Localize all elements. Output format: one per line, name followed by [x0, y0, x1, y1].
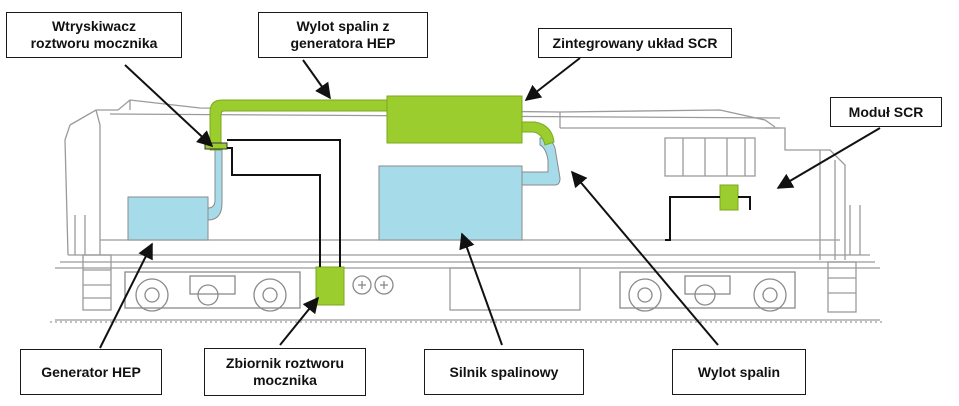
label-urea-injector-line2: roztworu mocznika	[30, 35, 158, 51]
engine-exhaust-stack-blue	[521, 137, 561, 186]
urea-lines	[227, 139, 751, 267]
label-hep-exhaust-line1: Wylot spalin z	[296, 18, 390, 34]
urea-tank-block	[315, 266, 345, 306]
left-bogie	[124, 271, 301, 312]
label-urea-tank-line1: Zbiornik roztworu	[225, 355, 345, 371]
label-exhaust-outlet-text: Wylot spalin	[697, 363, 781, 380]
integrated-scr-block	[386, 95, 523, 144]
label-urea-tank-line2: mocznika	[253, 372, 317, 388]
label-scr-module: Moduł SCR	[830, 97, 942, 127]
hep-exhaust-pipe-green	[209, 99, 388, 151]
hep-generator-block	[127, 196, 209, 241]
label-hep-exhaust: Wylot spalin z generatora HEP	[258, 12, 428, 58]
label-hep-generator: Generator HEP	[20, 349, 162, 395]
label-integrated-scr: Zintegrowany układ SCR	[538, 28, 732, 58]
label-urea-injector: Wtryskiwacz roztworu mocznika	[6, 12, 182, 58]
exhaust-outlet-arrow	[570, 170, 719, 346]
integrated-scr-arrow	[524, 57, 581, 101]
hep-generator-arrow	[99, 242, 153, 349]
label-urea-injector-line1: Wtryskiwacz	[51, 18, 137, 34]
scr-elbow	[521, 121, 555, 146]
scr-module-arrow	[776, 127, 881, 189]
label-hep-exhaust-line2: generatora HEP	[290, 35, 396, 51]
label-exhaust-outlet: Wylot spalin	[672, 349, 806, 395]
air-reservoirs	[352, 275, 394, 295]
label-integrated-scr-text: Zintegrowany układ SCR	[552, 34, 718, 51]
right-bogie	[619, 271, 796, 312]
scr-module-block	[719, 184, 739, 211]
urea-tank-arrow	[279, 296, 320, 346]
label-scr-module-text: Moduł SCR	[848, 103, 924, 120]
hep-exhaust-arrow	[302, 59, 331, 100]
label-urea-tank: Zbiornik roztworu mocznika	[204, 348, 366, 396]
label-diesel-engine: Silnik spalinowy	[424, 349, 584, 395]
label-diesel-engine-text: Silnik spalinowy	[449, 363, 559, 380]
diesel-engine-arrow	[459, 232, 503, 346]
injector-arrow	[124, 64, 214, 148]
hep-exhaust-pipe-blue	[207, 149, 223, 221]
diesel-engine-block	[378, 165, 523, 241]
label-hep-generator-text: Generator HEP	[41, 363, 141, 380]
